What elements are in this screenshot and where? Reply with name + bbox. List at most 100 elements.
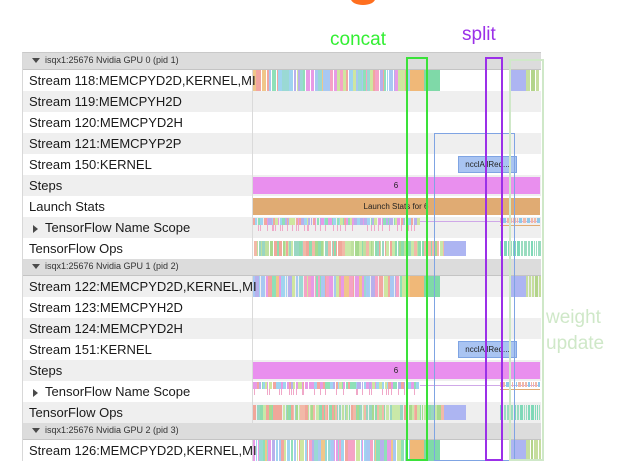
trace-row-label: Stream 119:MEMCPYH2D [29,94,182,109]
gutter-divider [252,70,253,91]
trace-row-track[interactable] [252,238,541,259]
trace-row-track[interactable] [252,276,541,297]
annotation-weight-update-line2: update [546,332,605,354]
trace-row[interactable]: TensorFlow Name Scope [23,381,541,402]
gutter-divider [252,297,253,318]
row-label-gutter [23,360,252,381]
group-header-gpu-2[interactable]: isqx1:25676 Nvidia GPU 2 (pid 3) [23,423,541,440]
trace-row[interactable]: 6 Steps [23,360,541,381]
chevron-right-icon[interactable] [33,225,38,233]
trace-row[interactable]: 6 Steps [23,175,541,196]
trace-row[interactable]: TensorFlow Ops [23,238,541,259]
chevron-down-icon[interactable] [32,58,40,63]
trace-panel[interactable]: isqx1:25676 Nvidia GPU 0 (pid 1) Stream 1… [22,52,541,461]
gutter-divider [252,238,253,259]
orange-marker-icon [351,0,375,5]
trace-row-label: Stream 121:MEMCPYP2P [29,136,182,151]
row-label-gutter [23,276,252,297]
trace-row-track[interactable]: ncclAllRed... [252,339,541,360]
launch-stats-bar[interactable]: Launch Stats for 6 [252,198,540,215]
trace-row[interactable]: Stream 123:MEMCPYH2D [23,297,541,318]
gutter-divider [252,217,253,238]
trace-row-label: Stream 122:MEMCPYD2D,KERNEL,MI [29,279,257,294]
trace-row[interactable]: Stream 118:MEMCPYD2D,KERNEL,MI [23,70,541,91]
gutter-divider [252,276,253,297]
chevron-down-icon[interactable] [32,428,40,433]
trace-row-track[interactable] [252,70,541,91]
trace-row-track[interactable]: Launch Stats for 6 [252,196,541,217]
gutter-divider [252,112,253,133]
trace-row-label: Steps [29,178,63,193]
gutter-divider [252,381,253,402]
row-label-gutter [23,339,252,360]
steps-bar[interactable]: 6 [252,177,540,194]
row-label-gutter [23,440,252,461]
trace-row-track[interactable] [252,318,541,339]
group-header-label: isqx1:25676 Nvidia GPU 2 (pid 3) [45,425,179,435]
chevron-right-icon[interactable] [33,389,38,397]
trace-row-track[interactable]: 6 [252,175,541,196]
gutter-divider [252,154,253,175]
row-label-gutter [23,154,252,175]
gutter-divider [252,360,253,381]
trace-row[interactable]: TensorFlow Name Scope [23,217,541,238]
row-label-gutter [23,91,252,112]
trace-row-track[interactable] [252,217,541,238]
row-label-gutter [23,70,252,91]
trace-row-label: TensorFlow Name Scope [45,220,191,235]
trace-row-track[interactable] [252,91,541,112]
trace-row-track[interactable] [252,381,541,402]
steps-bar-label: 6 [393,366,399,375]
trace-row-label: TensorFlow Name Scope [45,384,191,399]
trace-row[interactable]: Stream 121:MEMCPYP2P [23,133,541,154]
gutter-divider [252,133,253,154]
annotation-weight-update: weight update [546,305,604,356]
trace-row-label: TensorFlow Ops [29,241,123,256]
gutter-divider [252,318,253,339]
trace-row-track[interactable] [252,440,541,461]
annotation-weight-update-line1: weight [546,307,601,328]
trace-row-label: Stream 120:MEMCPYD2H [29,115,183,130]
group-header-gpu-1[interactable]: isqx1:25676 Nvidia GPU 1 (pid 2) [23,259,541,276]
trace-row-track[interactable] [252,133,541,154]
nccl-allreduce-bar-label: ncclAllRed... [465,345,510,354]
trace-row-label: Stream 124:MEMCPYD2H [29,321,183,336]
trace-row[interactable]: Stream 124:MEMCPYD2H [23,318,541,339]
trace-row[interactable]: TensorFlow Ops [23,402,541,423]
annotation-split: split [462,24,496,45]
trace-row-label: Stream 123:MEMCPYH2D [29,300,183,315]
gutter-divider [252,196,253,217]
annotation-concat: concat [330,29,386,50]
gutter-divider [252,402,253,423]
launch-stats-bar-label: Launch Stats for 6 [363,202,429,211]
trace-row[interactable]: Stream 126:MEMCPYD2D,KERNEL,MI [23,440,541,461]
row-label-gutter [23,196,252,217]
row-label-gutter [23,112,252,133]
trace-row-track[interactable] [252,297,541,318]
trace-row-label: Steps [29,363,63,378]
row-label-gutter [23,318,252,339]
chevron-down-icon[interactable] [32,264,40,269]
group-header-gpu-0[interactable]: isqx1:25676 Nvidia GPU 0 (pid 1) [23,53,541,70]
trace-row[interactable]: Stream 119:MEMCPYH2D [23,91,541,112]
row-label-gutter [23,297,252,318]
trace-row-label: Stream 118:MEMCPYD2D,KERNEL,MI [29,73,256,88]
trace-row[interactable]: Stream 122:MEMCPYD2D,KERNEL,MI [23,276,541,297]
trace-row-track[interactable] [252,402,541,423]
row-label-gutter [23,175,252,196]
group-header-label: isqx1:25676 Nvidia GPU 0 (pid 1) [45,55,179,65]
trace-row-track[interactable]: 6 [252,360,541,381]
trace-row[interactable]: ncclAllRed...Stream 150:KERNEL [23,154,541,175]
trace-row-track[interactable]: ncclAllRed... [252,154,541,175]
steps-bar[interactable]: 6 [252,362,540,379]
nccl-allreduce-bar[interactable]: ncclAllRed... [458,341,517,358]
row-label-gutter [23,133,252,154]
trace-row[interactable]: ncclAllRed...Stream 151:KERNEL [23,339,541,360]
nccl-allreduce-bar[interactable]: ncclAllRed... [458,156,517,173]
trace-row-track[interactable] [252,112,541,133]
trace-row[interactable]: Stream 120:MEMCPYD2H [23,112,541,133]
gutter-divider [252,91,253,112]
row-label-gutter [23,381,252,402]
